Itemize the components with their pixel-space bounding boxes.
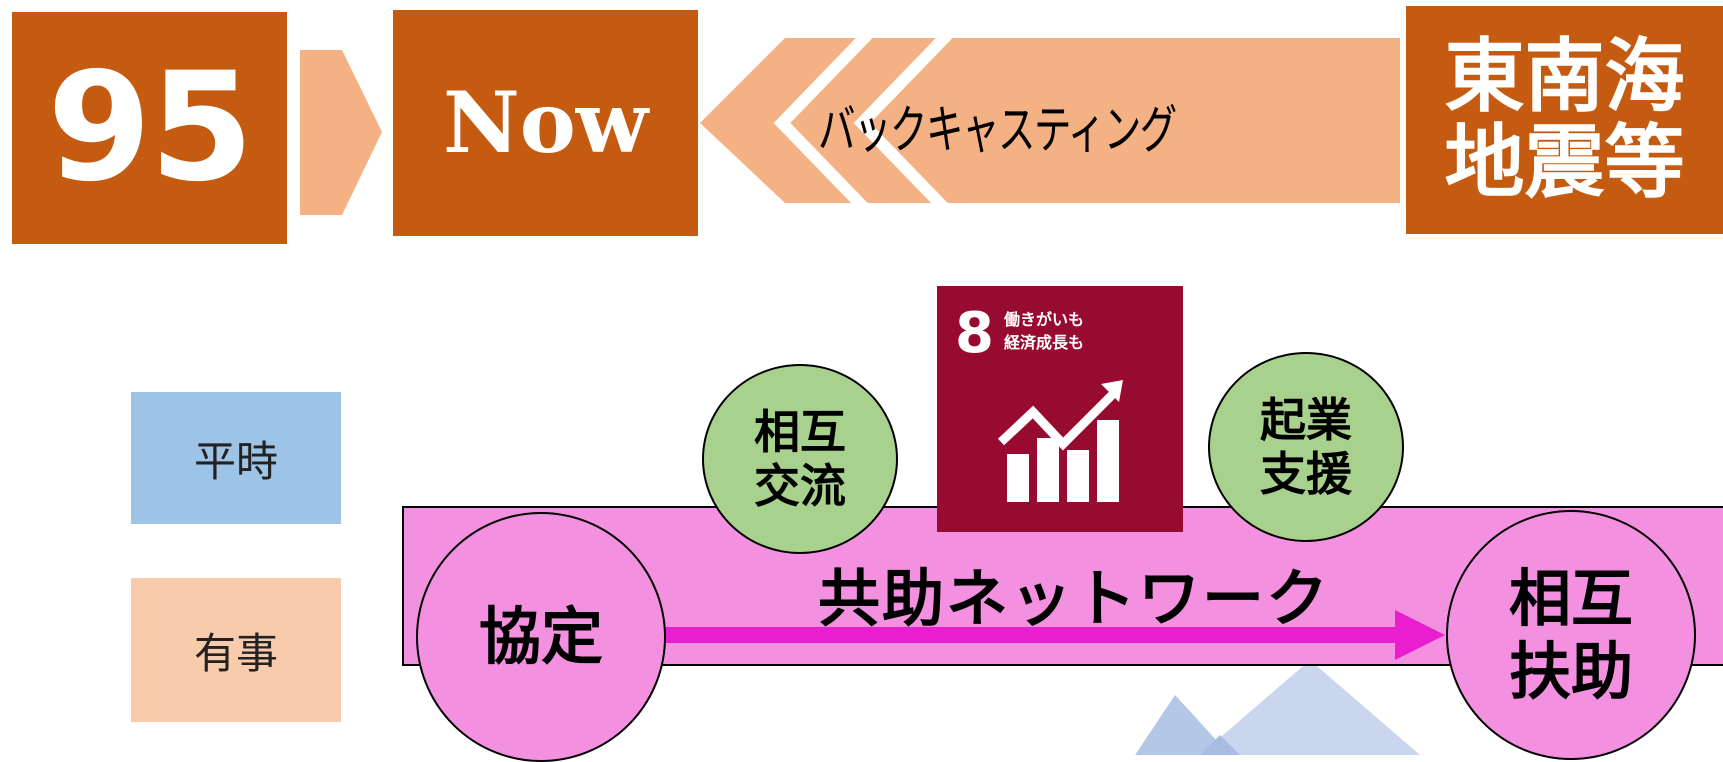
mutual-aid-circle: 相互 扶助	[1446, 510, 1696, 760]
disaster-label: 東南海 地震等	[1444, 29, 1685, 209]
now-box: Now	[393, 10, 698, 236]
year-box: 95	[12, 12, 287, 244]
year-label: 95	[47, 41, 254, 215]
legend-emergency: 有事	[131, 578, 341, 722]
legend-normal-label: 平時	[193, 436, 278, 486]
exchange-label: 相互 交流	[754, 404, 846, 513]
sdg-number: 8	[955, 301, 994, 366]
startup-support-circle: 起業 支援	[1208, 352, 1404, 542]
legend-emergency-label: 有事	[193, 628, 278, 678]
agreement-label: 協定	[478, 600, 603, 674]
forward-chevron-icon	[300, 50, 382, 215]
network-arrow-icon	[640, 610, 1445, 660]
sdg8-icon: 8 働きがいも 経済成長も	[937, 286, 1183, 532]
exchange-circle: 相互 交流	[702, 364, 898, 554]
mutual-aid-label: 相互 扶助	[1508, 561, 1633, 708]
sdg-text: 働きがいも 経済成長も	[1004, 310, 1085, 353]
triangle-shapes	[1135, 660, 1420, 755]
backcasting-label: バックキャスティング	[818, 101, 1177, 161]
disaster-box: 東南海 地震等	[1406, 6, 1723, 234]
backcasting-arrow-icon	[700, 38, 1400, 208]
growth-chart-icon	[997, 380, 1123, 502]
now-label: Now	[442, 73, 649, 172]
agreement-circle: 協定	[416, 512, 666, 762]
network-label: 共助ネットワーク	[818, 562, 1331, 635]
legend-normal: 平時	[131, 392, 341, 524]
startup-support-label: 起業 支援	[1260, 392, 1352, 501]
